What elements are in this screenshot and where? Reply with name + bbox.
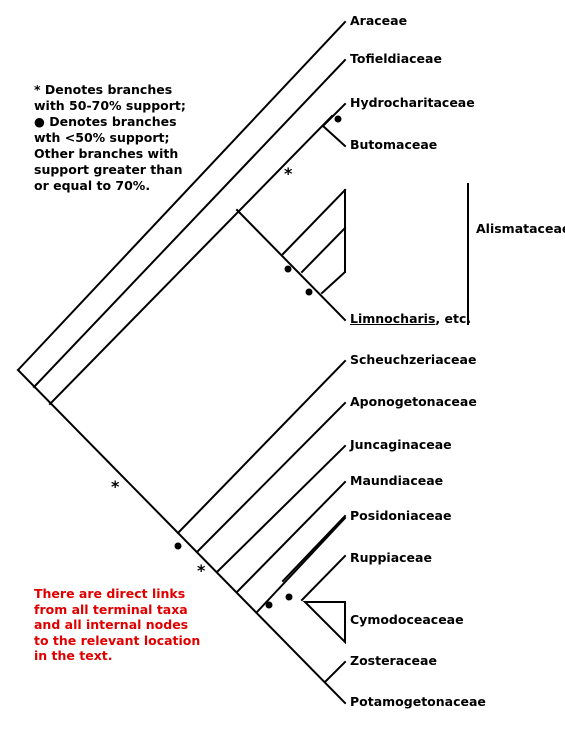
branch-hydrocharitaceae[interactable] [321,102,347,128]
legend: * Denotes branches with 50-70% support; … [34,82,274,194]
dot-cymodoceaceae-a [265,601,273,609]
legend-line: wth <50% support; [34,130,170,145]
taxon-hydrocharitaceae[interactable]: Hydrocharitaceae [350,95,475,110]
legend-line: ● Denotes branches [34,114,177,129]
dot-cymodoceaceae-b [285,593,293,601]
branch-aponogetonaceae[interactable] [195,401,347,554]
branch-zosteraceae[interactable] [323,660,347,684]
legend-line: * Denotes branches [34,82,173,97]
dot-alismataceae-a [284,265,292,273]
taxon-ruppiaceae[interactable]: Ruppiaceae [350,550,432,565]
note-line: from all terminal taxa [34,601,188,617]
links-note: There are direct links from all terminal… [34,586,254,664]
legend-line: Other branches with [34,146,179,161]
taxon-zosteraceae[interactable]: Zosteraceae [350,653,437,668]
star-marker: * [284,164,293,183]
branch-backbone-lower[interactable] [16,368,347,705]
branch-posidoniaceae[interactable] [255,516,347,614]
taxon-aponogetonaceae[interactable]: Aponogetonaceae [350,394,477,409]
note-line: in the text. [34,648,113,663]
branch-scheuchzeriaceae[interactable] [176,359,347,535]
branch-ruppiaceae-b[interactable] [300,554,347,602]
dot-hydrocharitaceae [334,115,342,123]
note-line: to the relevant location [34,632,201,648]
branch-juncaginaceae[interactable] [215,444,347,574]
branch-alismataceae-c[interactable] [320,270,347,295]
note-line: and all internal nodes [34,617,189,632]
legend-line: with 50-70% support; [34,98,186,113]
taxon-posidoniaceae[interactable]: Posidoniaceae [350,508,452,523]
taxon-maundiaceae[interactable]: Maundiaceae [350,473,444,488]
branch-alismataceae-stem[interactable] [235,208,347,322]
star-marker: * [111,477,120,496]
legend-line: or equal to 70%. [34,178,151,193]
taxon-limnocharis: Limnocharis, etc. [350,312,471,326]
branch-ruppiaceae[interactable] [281,514,347,583]
branch-maundiaceae[interactable] [235,480,347,594]
star-marker: * [197,561,206,580]
taxon-juncaginaceae[interactable]: Juncaginaceae [350,437,452,452]
note-line: There are direct links [34,586,186,601]
branch-butomaceae[interactable] [321,124,347,148]
branch-tofieldiaceae[interactable] [32,58,347,389]
taxon-potamogetonaceae[interactable]: Potamogetonaceae [350,694,486,709]
clade-triangle-cymodoceaceae[interactable] [302,601,346,645]
taxon-scheuchzeriaceae[interactable]: Scheuchzeriaceae [350,352,477,367]
taxon-limnocharis-link[interactable]: Limnocharis [350,311,436,326]
dot-scheuchzeriaceae [174,542,182,550]
taxon-araceae[interactable]: Araceae [350,13,408,28]
branch-alismataceae-b[interactable] [300,226,347,274]
clade-label-alismataceae[interactable]: Alismataceae [476,221,565,236]
dot-alismataceae-b [305,288,313,296]
branch-alismatales-core[interactable] [48,114,334,406]
branch-alismataceae-a[interactable] [281,188,347,256]
taxon-cymodoceaceae[interactable]: Cymodoceaceae [350,612,464,627]
taxon-limnocharis-suffix: , etc. [435,311,472,326]
taxon-tofieldiaceae[interactable]: Tofieldiaceae [350,51,442,66]
legend-line: support greater than [34,162,183,177]
taxon-butomaceae[interactable]: Butomaceae [350,137,438,152]
branch-araceae[interactable] [16,20,347,372]
